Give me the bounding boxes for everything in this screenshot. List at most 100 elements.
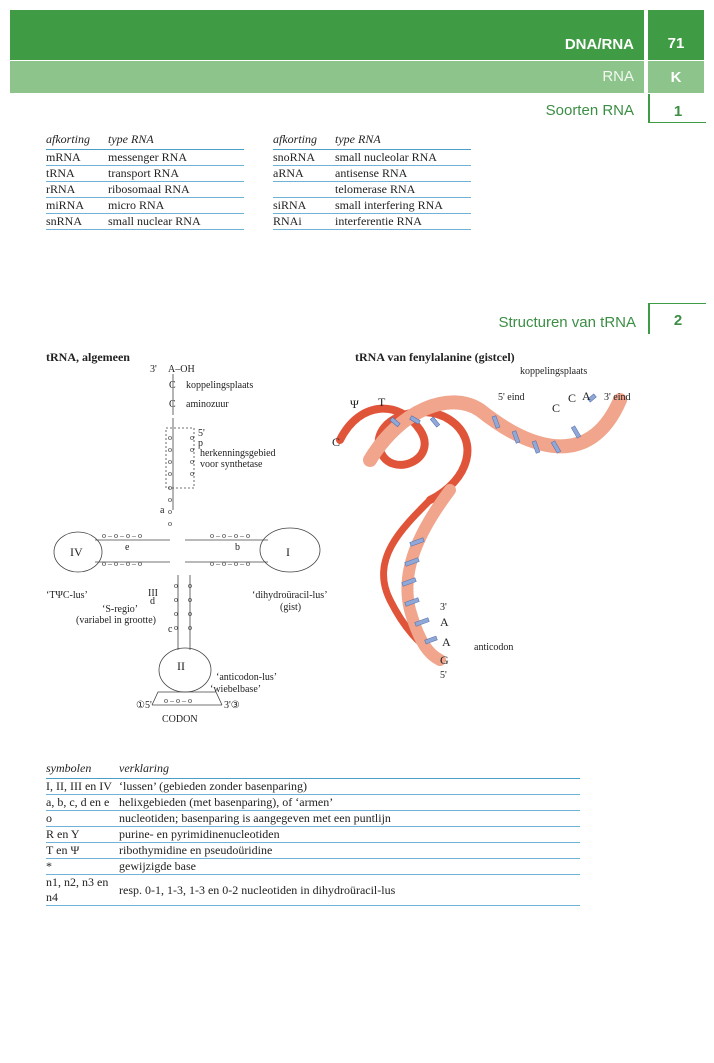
svg-text:o: o (190, 457, 194, 466)
table-cell: miRNA (46, 197, 108, 214)
table-cell: n1, n2, n3 en n4 (46, 874, 119, 906)
subsection-number-1: 1 (648, 94, 706, 123)
label-ac-5prime: 5' (440, 670, 447, 680)
table-cell: small nucleolar RNA (335, 149, 471, 166)
table-cell: micro RNA (108, 197, 244, 214)
label-a-oh: A–OH (168, 364, 195, 375)
svg-text:o: o (168, 457, 172, 466)
svg-text:o – o – o – o: o – o – o – o (102, 559, 142, 568)
label-gist: (gist) (280, 602, 301, 613)
label-wiebelbase: ‘wiebelbase’ (210, 684, 261, 695)
svg-text:o: o (190, 469, 194, 478)
table-cell: a, b, c, d en e (46, 794, 119, 811)
svg-text:o: o (168, 495, 172, 504)
table-cell: siRNA (273, 197, 335, 214)
table-cell: * (46, 858, 119, 875)
label-ac-3prime: 3' (440, 602, 447, 613)
svg-text:o: o (188, 581, 192, 590)
table-cell: ribothymidine en pseudoüridine (119, 842, 580, 859)
table-cell: gewijzigde base (119, 858, 580, 875)
label-codon: CODON (162, 714, 198, 725)
svg-text:o: o (168, 519, 172, 528)
table-cell: small nuclear RNA (108, 213, 244, 230)
svg-text:o – o – o – o: o – o – o – o (102, 531, 142, 540)
table-cell: interferentie RNA (335, 213, 471, 230)
table-cell: ‘lussen’ (gebieden zonder basenparing) (119, 778, 580, 795)
table-cell: nucleotiden; basenparing is aangegeven m… (119, 810, 580, 827)
table-cell: helixgebieden (met basenparing), of ‘arm… (119, 794, 580, 811)
svg-text:o: o (168, 433, 172, 442)
label-codon-3: 3'③ (224, 700, 240, 711)
svg-text:o: o (190, 445, 194, 454)
label-ac-g: G (440, 653, 449, 667)
figure-right-title: tRNA van fenylalanine (gistcel) (355, 350, 515, 364)
page-number: 71 (648, 10, 704, 60)
label-tpsic-loop: ‘TΨC-lus’ (46, 590, 88, 601)
label-arm-a: a (160, 505, 165, 516)
col-header: symbolen (46, 761, 119, 779)
table-cell: rRNA (46, 181, 108, 198)
label-t: T (378, 395, 386, 409)
label-codon-5: ①5' (136, 700, 152, 711)
svg-text:o: o (168, 445, 172, 454)
svg-text:o – o – o: o – o – o (164, 696, 192, 705)
label-a-top: A (582, 389, 591, 403)
label-arm-c: c (168, 624, 173, 635)
table-cell: snRNA (46, 213, 108, 230)
svg-text:o: o (168, 507, 172, 516)
label-loop-iv: IV (70, 545, 83, 559)
label-herkenning-2: voor synthetase (200, 459, 263, 470)
table-cell: ribosomaal RNA (108, 181, 244, 198)
figure-left-title: tRNA, algemeen (46, 350, 130, 364)
label-p: p (198, 438, 203, 449)
label-arm-d: d (150, 596, 155, 607)
table-cell: telomerase RNA (335, 181, 471, 198)
col-header: type RNA (108, 132, 244, 150)
section-title: RNA (602, 68, 634, 85)
label-koppelingsplaats: koppelingsplaats (186, 380, 253, 391)
subsection-number-2: 2 (648, 303, 706, 334)
svg-text:o: o (188, 595, 192, 604)
label-loop-iii: III (148, 588, 158, 599)
table-cell: aRNA (273, 165, 335, 182)
col-header: verklaring (119, 761, 580, 779)
table-row: I, II, III en IV‘lussen’ (gebieden zonde… (46, 778, 580, 795)
label-arm-e: e (125, 542, 130, 553)
table-cell: I, II, III en IV (46, 778, 119, 795)
label-3-eind: 3' eind (604, 392, 631, 403)
label-c-a: C (552, 401, 560, 415)
table-cell: resp. 0-1, 1-3, 1-3 en 0-2 nucleotiden i… (119, 874, 580, 906)
table-cell (273, 181, 335, 198)
chapter-title: DNA/RNA (564, 36, 634, 53)
col-header: afkorting (46, 132, 108, 150)
table-cell: small interfering RNA (335, 197, 471, 214)
table-cell: messenger RNA (108, 149, 244, 166)
label-loop-i: I (286, 545, 290, 559)
table-cell: tRNA (46, 165, 108, 182)
section-letter: K (648, 61, 704, 93)
svg-text:o – o – o – o: o – o – o – o (210, 559, 250, 568)
svg-text:o: o (168, 483, 172, 492)
table-row: telomerase RNA (273, 181, 471, 198)
subsection-title-2: Structuren van tRNA (498, 314, 636, 331)
table-cell: R en Y (46, 826, 119, 843)
table-row: *gewijzigde base (46, 858, 580, 875)
col-header: afkorting (273, 132, 335, 150)
label-koppelingsplaats-right: koppelingsplaats (520, 366, 587, 377)
table-cell: mRNA (46, 149, 108, 166)
table-cell: RNAi (273, 213, 335, 230)
table-cell: transport RNA (108, 165, 244, 182)
